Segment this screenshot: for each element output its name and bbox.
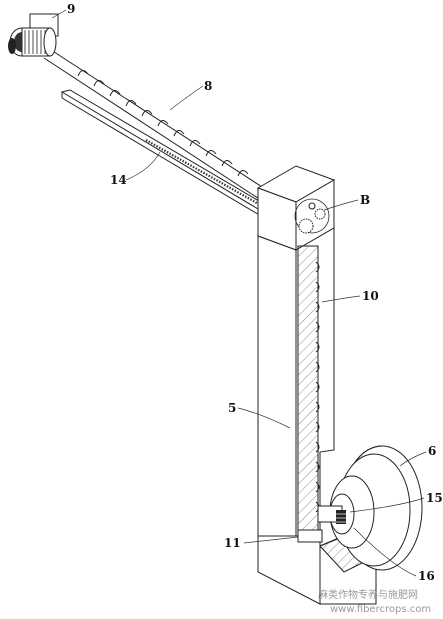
label-b: B xyxy=(360,193,370,207)
label-15: 15 xyxy=(426,491,443,505)
label-5: 5 xyxy=(228,401,236,415)
motor xyxy=(8,13,59,57)
label-16: 16 xyxy=(418,569,435,583)
main-column xyxy=(257,227,335,537)
leader-lines xyxy=(51,9,427,577)
vertical-screw-flights xyxy=(315,261,320,513)
screw-flights xyxy=(77,70,249,177)
label-9: 9 xyxy=(67,2,75,16)
base-block xyxy=(297,529,323,543)
watermark: 麻类作物专养与施肥网 www.fibercrops.com xyxy=(318,588,431,615)
watermark-line1: 麻类作物专养与施肥网 xyxy=(318,588,418,601)
label-14: 14 xyxy=(110,173,127,187)
label-10: 10 xyxy=(362,289,379,303)
label-6: 6 xyxy=(428,444,436,458)
vertical-screw-channel xyxy=(297,245,320,537)
part-labels: 9 8 14 B 10 5 6 15 11 16 xyxy=(67,2,443,583)
gear xyxy=(336,510,346,524)
label-11: 11 xyxy=(224,536,241,550)
watermark-line2: www.fibercrops.com xyxy=(330,604,431,615)
label-8: 8 xyxy=(204,79,212,93)
rack-teeth xyxy=(145,139,263,207)
detail-b-gears xyxy=(294,198,330,234)
upper-screw-conveyor xyxy=(43,47,277,207)
